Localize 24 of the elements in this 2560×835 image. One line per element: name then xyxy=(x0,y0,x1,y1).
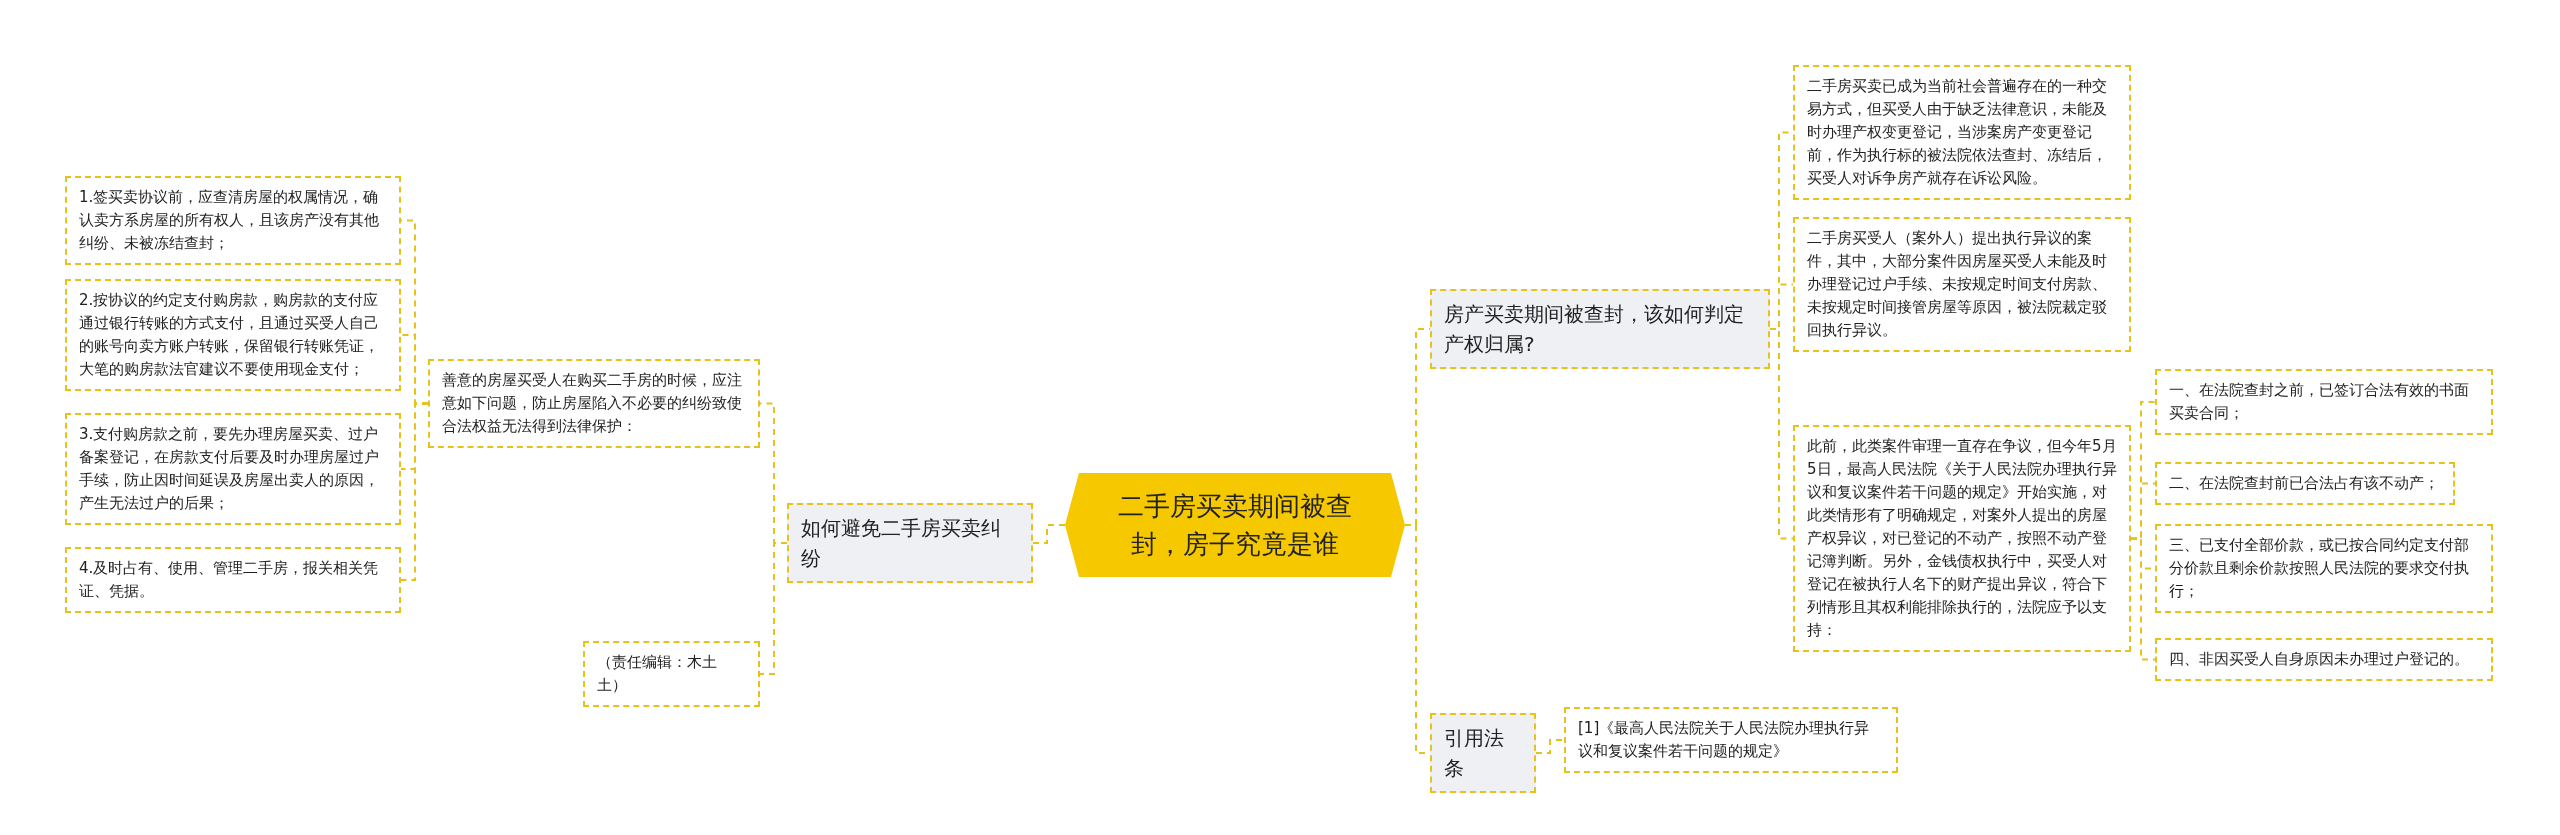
note-box: 善意的房屋买受人在购买二手房的时候，应注意如下问题，防止房屋陷入不必要的纠纷致使合法权益无法得到法律保护： xyxy=(428,359,760,448)
note-box: 1.签买卖协议前，应查清房屋的权属情况，确认卖方系房屋的所有权人，且该房产没有其他纠纷、未被冻结查封； xyxy=(65,176,401,265)
note-box: 二手房买卖已成为当前社会普遍存在的一种交易方式，但买受人由于缺乏法律意识，未能及时办理产权变更登记，当涉案房产变更登记前，作为执行标的被法院依法查封、冻结后，买受人对诉争房产就存在诉讼风险。 xyxy=(1793,65,2131,200)
connector-line xyxy=(759,542,788,675)
note-box: 4.及时占有、使用、管理二手房，报关相关凭证、凭据。 xyxy=(65,547,401,613)
central-topic: 二手房买卖期间被查封，房子究竟是谁 xyxy=(1065,473,1405,577)
note-box: 四、非因买受人自身原因未办理过户登记的。 xyxy=(2155,638,2493,681)
topic-box: 如何避免二手房买卖纠纷 xyxy=(787,503,1033,583)
note-box: 一、在法院查封之前，已签订合法有效的书面买卖合同； xyxy=(2155,369,2493,435)
connector-line xyxy=(2130,537,2156,661)
note-box: 此前，此类案件审理一直存在争议，但今年5月5日，最高人民法院《关于人民法院办理执行异议和复议案件若干问题的规定》开始实施，对此类情形有了明确规定，对案外人提出的房屋产权异议，对已登记的不动产，按照不动产登记簿判断。另外，金钱债权执行中，买受人对登记在被执行人名下的财产提出异议，符合下列情形且其权利能排除执行的，法院应予以支持： xyxy=(1793,425,2131,652)
connector-line xyxy=(400,402,429,581)
note-box: 二手房买受人（案外人）提出执行异议的案件，其中，大部分案件因房屋买受人未能及时办理登记过户手续、未按规定时间支付房款、未按规定时间接管房屋等原因，被法院裁定驳回执行异议。 xyxy=(1793,217,2131,352)
topic-box: 引用法条 xyxy=(1430,713,1536,793)
note-box: 二、在法院查封前已合法占有该不动产； xyxy=(2155,462,2455,505)
note-box: 三、已支付全部价款，或已按合同约定支付部分价款且剩余价款按照人民法院的要求交付执行； xyxy=(2155,524,2493,613)
connector-line xyxy=(1535,739,1565,754)
note-box: 3.支付购房款之前，要先办理房屋买卖、过户备案登记，在房款支付后要及时办理房屋过户手续，防止因时间延误及房屋出卖人的原因，产生无法过户的后果； xyxy=(65,413,401,525)
connector-line xyxy=(1032,524,1066,544)
note-box: [1]《最高人民法院关于人民法院办理执行异议和复议案件若干问题的规定》 xyxy=(1564,707,1898,773)
connector-line xyxy=(1769,328,1794,540)
note-box: （责任编辑：木土土） xyxy=(583,641,760,707)
topic-box: 房产买卖期间被查封，该如何判定产权归属? xyxy=(1430,289,1770,369)
note-box: 2.按协议的约定支付购房款，购房款的支付应通过银行转账的方式支付，且通过买受人自己的账号向卖方账户转账，保留银行转账凭证，大笔的购房款法官建议不要使用现金支付； xyxy=(65,279,401,391)
